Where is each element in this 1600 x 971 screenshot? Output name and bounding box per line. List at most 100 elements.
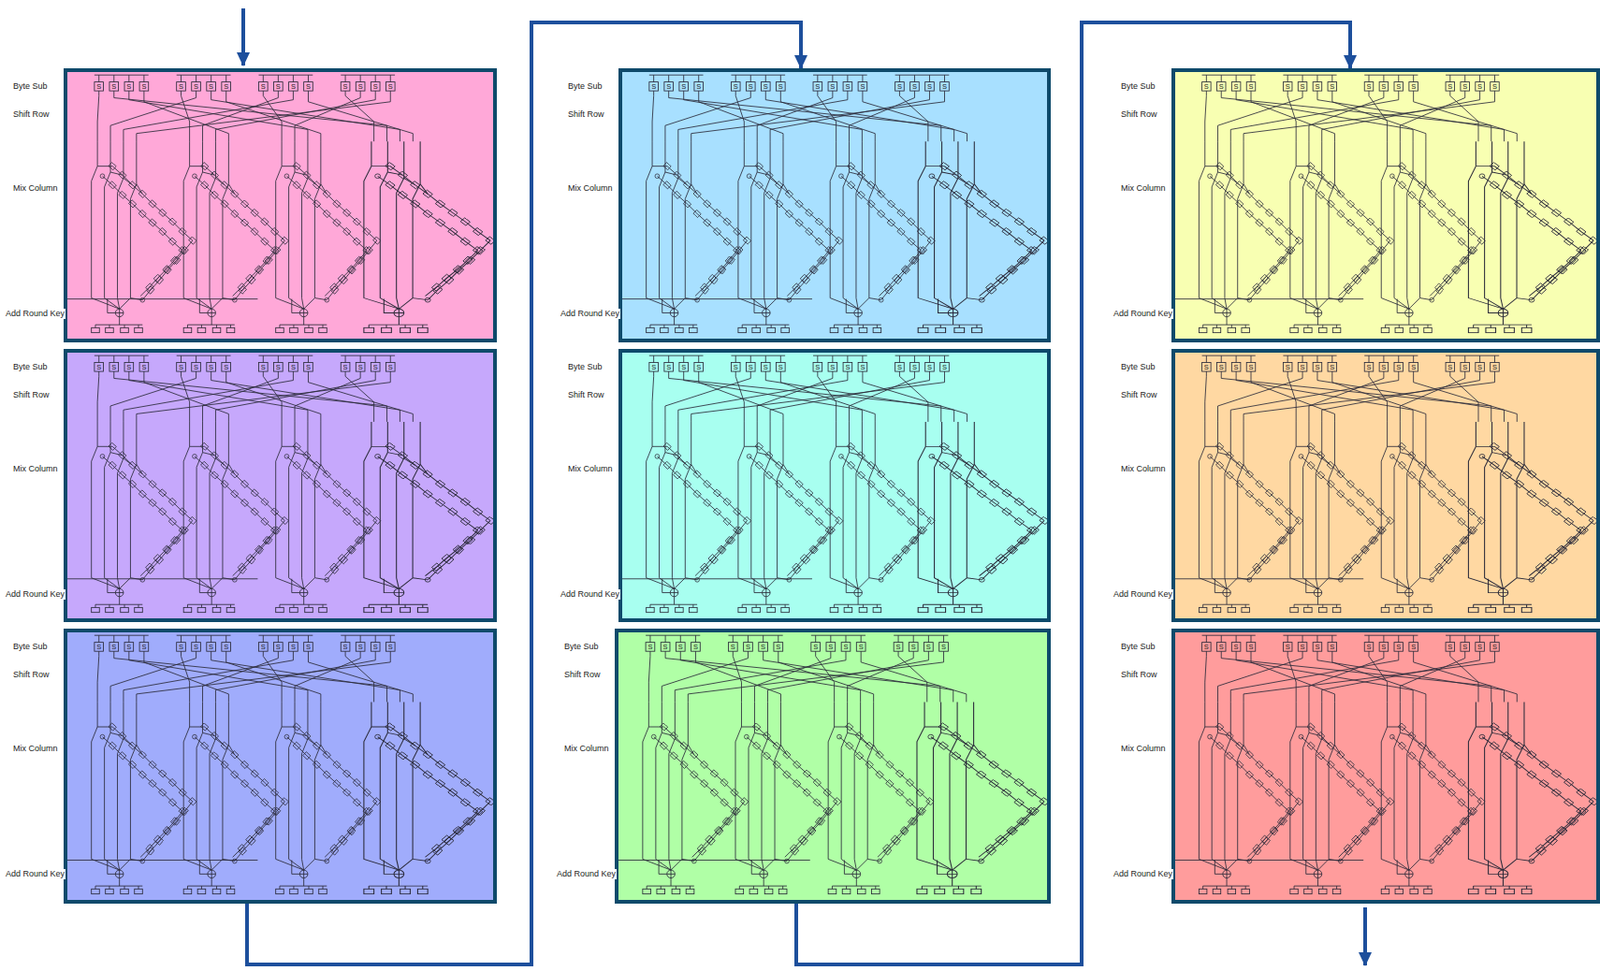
sbox-label: S [1202,642,1212,653]
sbox-label: S [385,363,395,373]
sbox-label: S [274,82,284,92]
sbox-label: S [1282,642,1293,653]
sbox-label: S [370,642,380,653]
sbox-label: S [679,363,689,373]
sbox-label: S [649,363,659,373]
sbox-label: S [340,82,350,92]
stage-label: Mix Column [567,464,614,475]
stage-label: Mix Column [12,743,59,755]
sbox-label: S [1394,642,1404,653]
stage-label: Mix Column [563,743,611,755]
sbox-label: S [1297,82,1308,92]
sbox-label: S [1490,82,1500,92]
sbox-label: S [1312,363,1323,373]
sbox-label: S [1297,642,1308,653]
round-panel: Byte SubShift RowMix ColumnAdd Round Key… [1171,68,1600,343]
round-panel: Byte SubShift RowMix ColumnAdd Round Key… [618,68,1051,343]
sbox-label: S [1364,82,1374,92]
stage-label: Shift Row [1120,109,1159,120]
stage-label: Add Round Key [1112,589,1174,600]
sbox-label: S [649,82,659,92]
round-panel: Byte SubShift RowMix ColumnAdd Round Key… [63,628,497,904]
round-panel: Byte SubShift RowMix ColumnAdd Round Key… [63,68,497,343]
stage-label: Shift Row [567,109,606,120]
sbox-label: S [1445,363,1455,373]
sbox-label: S [258,363,268,373]
sbox-label: S [1231,642,1241,653]
sbox-label: S [745,82,756,92]
sbox-label: S [1379,363,1389,373]
sbox-label: S [760,82,771,92]
sbox-label: S [645,642,655,653]
sbox-label: S [664,363,674,373]
sbox-label: S [1379,82,1389,92]
sbox-label: S [1312,82,1323,92]
sbox-label: S [813,82,823,92]
sbox-label: S [813,363,823,373]
sbox-label: S [191,82,202,92]
sbox-label: S [1394,363,1404,373]
stage-label: Add Round Key [559,308,621,320]
sbox-label: S [1445,82,1455,92]
sbox-label: S [843,82,853,92]
sbox-label: S [1327,642,1338,653]
sbox-label: S [773,642,784,653]
stage-label: Add Round Key [4,869,66,880]
sbox-label: S [925,82,935,92]
stage-label: Add Round Key [555,869,617,880]
sbox-label: S [1475,642,1485,653]
round-circuit [1175,72,1597,339]
round-panel: Byte SubShift RowMix ColumnAdd Round Key… [1171,628,1600,904]
sbox-label: S [1202,82,1212,92]
round-circuit [67,632,494,901]
sbox-label: S [176,82,187,92]
sbox-label: S [304,642,314,653]
sbox-label: S [94,82,104,92]
sbox-label: S [1246,642,1256,653]
stage-label: Byte Sub [1120,81,1157,92]
sbox-label: S [289,363,299,373]
sbox-label: S [109,642,119,653]
sbox-label: S [660,642,670,653]
stage-label: Shift Row [1120,669,1159,681]
sbox-label: S [176,363,187,373]
stage-label: Byte Sub [12,641,49,653]
sbox-label: S [1231,82,1241,92]
sbox-label: S [355,642,365,653]
round-circuit [622,72,1048,339]
stage-label: Byte Sub [563,641,600,653]
sbox-label: S [758,642,769,653]
sbox-label: S [679,82,689,92]
sbox-label: S [841,642,851,653]
sbox-label: S [289,82,299,92]
sbox-label: S [826,642,836,653]
stage-label: Mix Column [1120,743,1167,755]
sbox-label: S [1364,642,1374,653]
stage-label: Mix Column [1120,464,1167,475]
sbox-label: S [370,82,380,92]
sbox-label: S [124,82,134,92]
sbox-label: S [1460,642,1470,653]
sbox-label: S [221,642,232,653]
sbox-label: S [691,642,701,653]
sbox-label: S [925,363,935,373]
sbox-label: S [856,642,866,653]
sbox-label: S [1379,642,1389,653]
sbox-label: S [191,363,202,373]
sbox-label: S [124,642,134,653]
sbox-label: S [1394,82,1404,92]
sbox-label: S [139,363,149,373]
sbox-label: S [206,82,217,92]
sbox-label: S [858,363,868,373]
sbox-label: S [760,363,771,373]
sbox-label: S [694,82,704,92]
sbox-label: S [1475,363,1485,373]
sbox-label: S [908,642,918,653]
sbox-label: S [1460,82,1470,92]
round-panel: Byte SubShift RowMix ColumnAdd Round Key… [614,628,1051,904]
stage-label: Add Round Key [4,589,66,600]
stage-label: Shift Row [1120,390,1159,401]
round-panel: Byte SubShift RowMix ColumnAdd Round Key… [63,349,497,623]
sbox-label: S [139,82,149,92]
stage-label: Byte Sub [12,362,49,373]
